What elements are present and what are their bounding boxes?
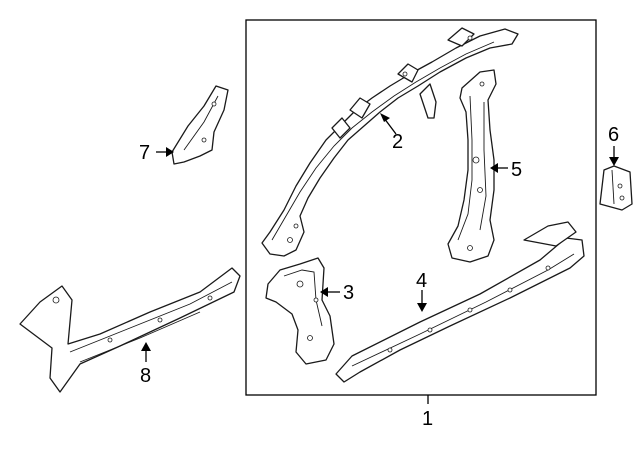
part-5-center-pillar[interactable]: [447, 69, 497, 263]
part-6-bracket[interactable]: [599, 165, 633, 211]
part-4-rocker[interactable]: [335, 221, 585, 383]
callout-4: 4: [416, 270, 427, 292]
callout-2: 2: [392, 131, 403, 153]
part-3-lower-pillar[interactable]: [265, 257, 335, 365]
leader-8: [141, 342, 151, 362]
callout-8: 8: [140, 365, 151, 387]
leader-6: [609, 146, 619, 166]
callout-6: 6: [608, 124, 619, 146]
callout-1: 1: [422, 408, 433, 430]
leader-5: [490, 163, 508, 173]
part-2-roof-rail[interactable]: [261, 27, 519, 257]
callout-3: 3: [343, 282, 354, 304]
callout-5: 5: [511, 159, 522, 181]
leader-4: [417, 290, 427, 312]
assembly-frame: [245, 19, 597, 396]
leader-2: [380, 113, 397, 135]
part-8-side-sill[interactable]: [19, 267, 241, 393]
callout-7: 7: [139, 142, 150, 164]
leader-7: [156, 147, 174, 157]
leader-3: [320, 287, 340, 297]
part-7-bracket[interactable]: [171, 85, 229, 165]
